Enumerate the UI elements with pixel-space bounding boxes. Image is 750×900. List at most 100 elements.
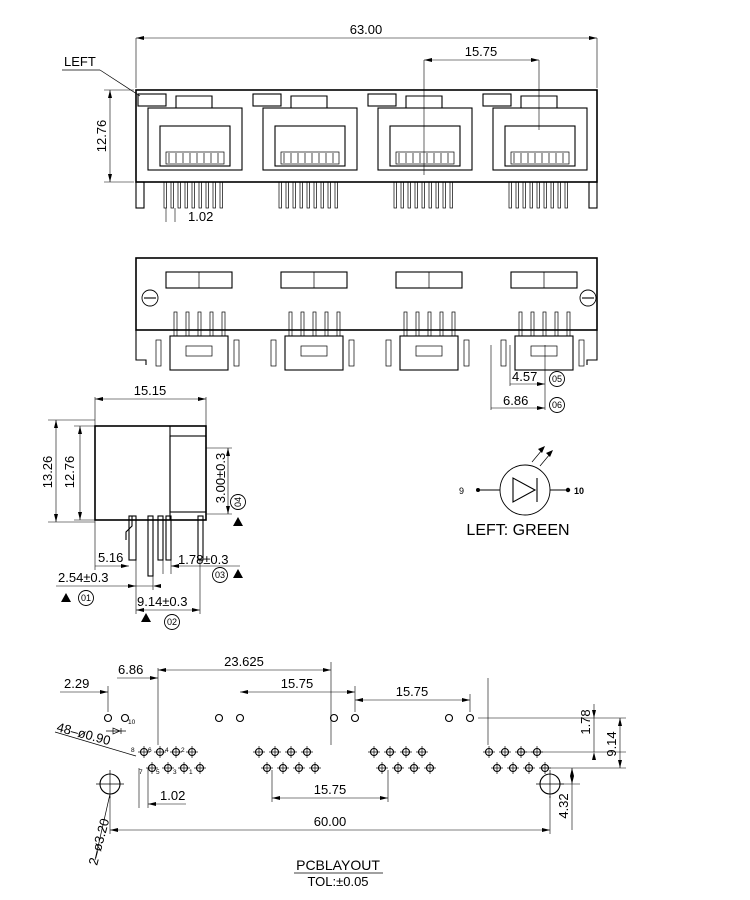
rear-slot (530, 345, 558, 357)
pin (184, 181, 188, 209)
rear-module (169, 335, 229, 371)
led-hole (444, 713, 454, 723)
side-note-4: 04 (233, 497, 243, 507)
pcb-dim-178: 1.78 (578, 709, 593, 734)
led-hole (103, 713, 113, 723)
side-offset-2-dim: 2.54±0.3 (58, 570, 109, 585)
port-opening (377, 107, 473, 171)
led-window (482, 93, 512, 107)
pin (508, 181, 512, 209)
pin (334, 181, 338, 209)
side-height-body-dim: 12.76 (62, 456, 77, 489)
led-pin-right: 10 (574, 486, 584, 496)
pin (435, 181, 439, 209)
pin (177, 181, 181, 209)
pcb-pin-bot-3: 3 (173, 769, 177, 776)
rear-pin (173, 311, 178, 337)
side-note-3: 03 (215, 570, 225, 580)
pin (557, 181, 561, 209)
rear-leg (233, 339, 240, 367)
side-offset-dim: 5.16 (98, 550, 123, 565)
pcb-title: PCBLAYOUT (296, 857, 380, 873)
pcb-dim-102: 1.02 (160, 788, 185, 803)
pin (205, 181, 209, 209)
pcb-layout: 2.29 6.86 23.625 15.75 15.75 10 8 6 4 2 (54, 654, 626, 889)
rear-pin (324, 311, 329, 337)
rear-leg (348, 339, 355, 367)
led-caption: LEFT: GREEN (466, 522, 569, 539)
rear-module (284, 335, 344, 371)
rear-pin (439, 311, 444, 337)
rear-pin (518, 311, 523, 337)
pin (421, 181, 425, 209)
rear-leg (270, 339, 277, 367)
front-height-dim: 12.76 (94, 120, 109, 153)
pin (550, 181, 554, 209)
port-opening (262, 107, 358, 171)
led-window (137, 93, 167, 107)
rj45-port (482, 93, 588, 209)
rear-pin (415, 311, 420, 337)
led-window (367, 93, 397, 107)
led-pin-left: 9 (459, 486, 464, 496)
rear-leg (578, 339, 585, 367)
rear-dim-a: 4.57 (512, 369, 537, 384)
pin (191, 181, 195, 209)
pin (515, 181, 519, 209)
rear-pin (312, 311, 317, 337)
pin (400, 181, 404, 209)
pin (536, 181, 540, 209)
led-hole (214, 713, 224, 723)
latch (405, 95, 443, 108)
side-height-total-dim: 13.26 (40, 456, 55, 489)
pcb-dim-1575-c: 15.75 (314, 782, 347, 797)
pcb-dim-432: 4.32 (556, 793, 571, 818)
front-pitch-dim: 15.75 (465, 44, 498, 59)
rear-pin (451, 311, 456, 337)
pin (393, 181, 397, 209)
rear-pin (566, 311, 571, 337)
pcb-dim-1575-a: 15.75 (281, 676, 314, 691)
rj45-port (252, 93, 358, 209)
led-hole (235, 713, 245, 723)
led-hole-group (103, 713, 475, 723)
contact-block (510, 151, 570, 165)
pin (163, 181, 167, 209)
rear-unit-group (155, 271, 585, 371)
front-view: 63.00 15.75 LEFT 12.76 1.02 (62, 22, 598, 224)
front-width-dim: 63.00 (350, 22, 383, 37)
latch (175, 95, 213, 108)
pcb-dim-686: 6.86 (118, 662, 143, 677)
rear-unit (270, 271, 355, 371)
side-view: 15.15 13.26 12.76 3.00±0.3 04 (40, 383, 246, 630)
rear-unit (500, 271, 585, 371)
rear-pin (530, 311, 535, 337)
rear-module (399, 335, 459, 371)
rear-slot (185, 345, 213, 357)
rear-view: 4.57 05 6.86 06 (135, 257, 598, 413)
pin (543, 181, 547, 209)
side-note-1: 01 (81, 593, 91, 603)
port-opening (147, 107, 243, 171)
rear-pin (197, 311, 202, 337)
pin (449, 181, 453, 209)
signal-pin-group (138, 746, 551, 774)
pin (198, 181, 202, 209)
pin (428, 181, 432, 209)
rj45-port (137, 93, 243, 209)
contact-block (395, 151, 455, 165)
rear-leg (385, 339, 392, 367)
rear-pin (427, 311, 432, 337)
led-hole (465, 713, 475, 723)
pcb-pin-top-4: 4 (165, 747, 169, 754)
pin (278, 181, 282, 209)
pin (292, 181, 296, 209)
rear-leg (463, 339, 470, 367)
rear-slot (415, 345, 443, 357)
rear-pin (288, 311, 293, 337)
rear-dim-b: 6.86 (503, 393, 528, 408)
pcb-dim-914: 9.14 (604, 731, 619, 756)
contact-block (280, 151, 340, 165)
pcb-pin-10-label: 10 (128, 719, 136, 726)
pin (285, 181, 289, 209)
